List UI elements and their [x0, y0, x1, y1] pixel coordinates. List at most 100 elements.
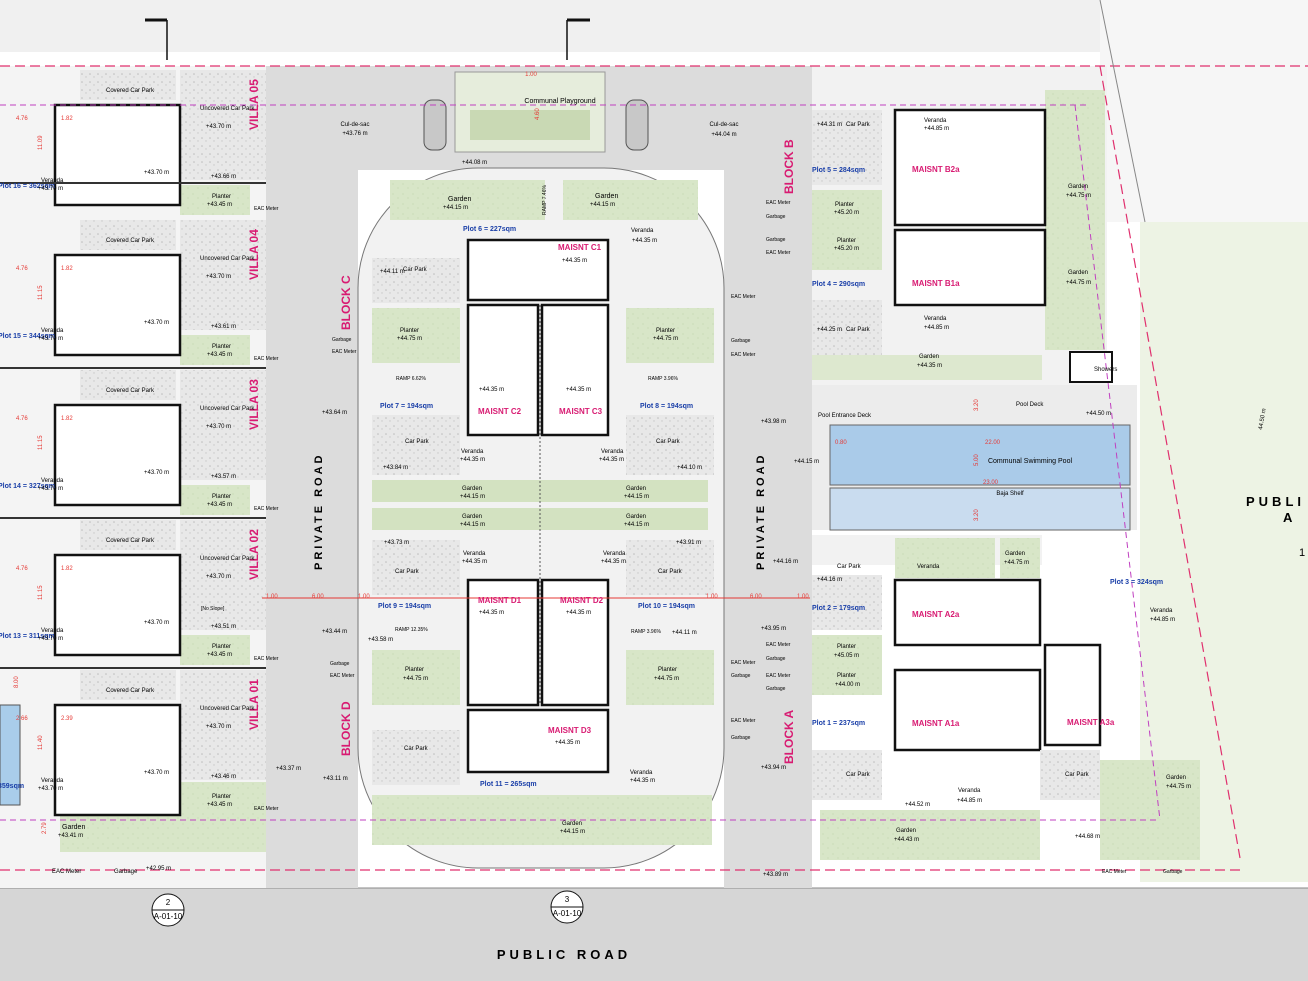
plot-4-label: Plot 4 = 290sqm [812, 281, 865, 288]
garden-mid-1-level: +44.15 m [460, 494, 485, 500]
culdesac-left-level: +43.76 m [342, 131, 367, 137]
villa-dim-c: 11.15 [38, 435, 44, 450]
villa-dim-b: 1.82 [61, 116, 73, 122]
planter-d-right-level: +44.75 m [654, 676, 679, 682]
villa-dim-c: 11.15 [38, 585, 44, 600]
villa-dim-bottom: 2.79 [42, 822, 48, 834]
pool-width-dim: 5.00 [974, 454, 980, 466]
road-level-r2: +44.15 m [794, 459, 819, 465]
garden-mid-3-level: +44.15 m [460, 522, 485, 528]
planter-a2: Planter [837, 644, 856, 650]
maisnt-a3a-label: MAISNT A3a [1067, 718, 1115, 727]
playground-dim: 1.00 [525, 72, 537, 78]
villa-eac: EAC Meter [254, 356, 279, 362]
covered-carpark-label: Covered Car Park [106, 88, 155, 94]
garden-a-bottom-level: +44.43 m [894, 837, 919, 843]
car-icon [423, 99, 447, 151]
eac-c-left: EAC Meter [332, 349, 357, 355]
villa-planter: Planter [212, 494, 231, 500]
villa-veranda: Veranda [41, 178, 64, 184]
level-d-in: +43.58 m [368, 637, 393, 643]
villa-dim-c: 11.09 [38, 135, 44, 150]
veranda-b1a-level: +44.85 m [924, 325, 949, 331]
block-d-label: BLOCK D [339, 701, 353, 756]
villa-level-a: +43.70 m [206, 124, 231, 130]
villa-veranda-level: +43.70 m [38, 186, 63, 192]
road-level-l2: +43.44 m [322, 629, 347, 635]
veranda-c2: Veranda [461, 449, 484, 455]
maisnt-c3-level: +44.35 m [566, 387, 591, 393]
planter-c-left: Planter [400, 328, 419, 334]
veranda-d2-level: +44.35 m [601, 559, 626, 565]
culdesac-left-label: Cul-de-sac [340, 122, 369, 128]
eac-d-right: EAC Meter [731, 660, 756, 666]
garden-mid-4: Garden [626, 514, 646, 520]
villa-planter: Planter [212, 344, 231, 350]
plot-2-label: Plot 2 = 179sqm [812, 605, 865, 612]
ramp-d-left: RAMP 12.35% [395, 627, 428, 633]
covered-carpark-label: Covered Car Park [106, 688, 155, 694]
villa-planter-level: +43.45 m [207, 502, 232, 508]
covered-carpark-label: Covered Car Park [106, 388, 155, 394]
villa-dim-b: 2.39 [61, 716, 73, 722]
section-marker-a: 2 A-01-10 [151, 893, 185, 927]
villa-level-b: +43.61 m [211, 324, 236, 330]
villa-level-a: +43.70 m [206, 724, 231, 730]
playground-label: Communal Playground [524, 98, 595, 105]
veranda-d2: Veranda [603, 551, 626, 557]
villa-level-b: +43.46 m [211, 774, 236, 780]
plot-9-label: Plot 9 = 194sqm [378, 603, 431, 610]
villa-level-c: +43.70 m [144, 170, 169, 176]
pool-deck-dim: 3.20 [974, 399, 980, 411]
garden-mid-2-level: +44.15 m [624, 494, 649, 500]
eac-d-left: EAC Meter [330, 673, 355, 679]
public-area-letter: A [1283, 510, 1293, 525]
planter-c-right-level: +44.75 m [653, 336, 678, 342]
villa-plot-label: Plot 15 = 344sqm [0, 333, 55, 340]
eac-b5: EAC Meter [766, 200, 791, 206]
section-cut-top [145, 18, 590, 60]
villa-dim-b: 1.82 [61, 416, 73, 422]
garden-mid-2: Garden [626, 486, 646, 492]
carpark-8-level: +44.10 m [677, 465, 702, 471]
carpark-b4: Car Park [846, 327, 871, 333]
maisnt-d2-label: MAISNT D2 [560, 596, 604, 605]
planter-d-right: Planter [658, 667, 677, 673]
villa-dim-a: 4.76 [16, 566, 28, 572]
villa-road-level: +43.37 m [276, 766, 301, 772]
garden-mid-4-level: +44.15 m [624, 522, 649, 528]
public-road-surface [0, 888, 1308, 981]
section-b-ref: A-01-10 [553, 909, 582, 918]
plot-6-label: Plot 6 = 227sqm [463, 226, 516, 233]
villa-plot-label: Plot 14 = 327sqm [0, 483, 55, 490]
ramp-top: RAMP 7.46% [542, 185, 548, 215]
villa-level-b: +43.57 m [211, 474, 236, 480]
garden-b-top: Garden [1068, 184, 1088, 190]
eac-a3: EAC Meter [1102, 869, 1127, 875]
garden-c-left: Garden [448, 196, 471, 203]
villa-dim-c: 11.40 [38, 735, 44, 750]
maisnt-b2a-label: MAISNT B2a [912, 165, 960, 174]
garden-c-right-level: +44.15 m [590, 202, 615, 208]
carpark-d3: Car Park [404, 746, 429, 752]
villa-dim-b: 1.82 [61, 566, 73, 572]
carpark-a3: Car Park [1065, 772, 1090, 778]
villa-name: VILLA 05 [247, 79, 261, 130]
road-dim-1: 1.00 [266, 594, 278, 600]
veranda-c1-level: +44.35 m [632, 238, 657, 244]
maisnt-c2-level: +44.35 m [479, 387, 504, 393]
public-road-label: PUBLIC ROAD [497, 947, 631, 962]
villa-eac: EAC Meter [254, 656, 279, 662]
veranda-a2a: Veranda [917, 564, 940, 570]
garden-d-bottom: Garden [562, 821, 582, 827]
villa-level-c: +43.70 m [144, 470, 169, 476]
plot-7-label: Plot 7 = 194sqm [380, 403, 433, 410]
car-icon [625, 99, 649, 151]
ramp-c-right: RAMP 3.96% [648, 376, 678, 382]
veranda-a3a: Veranda [1150, 608, 1173, 614]
swimming-pool [829, 424, 1131, 486]
eac-a1: EAC Meter [766, 673, 791, 679]
pool-length-dim: 22.00 [985, 440, 1001, 446]
pool-label: Communal Swimming Pool [988, 458, 1072, 465]
